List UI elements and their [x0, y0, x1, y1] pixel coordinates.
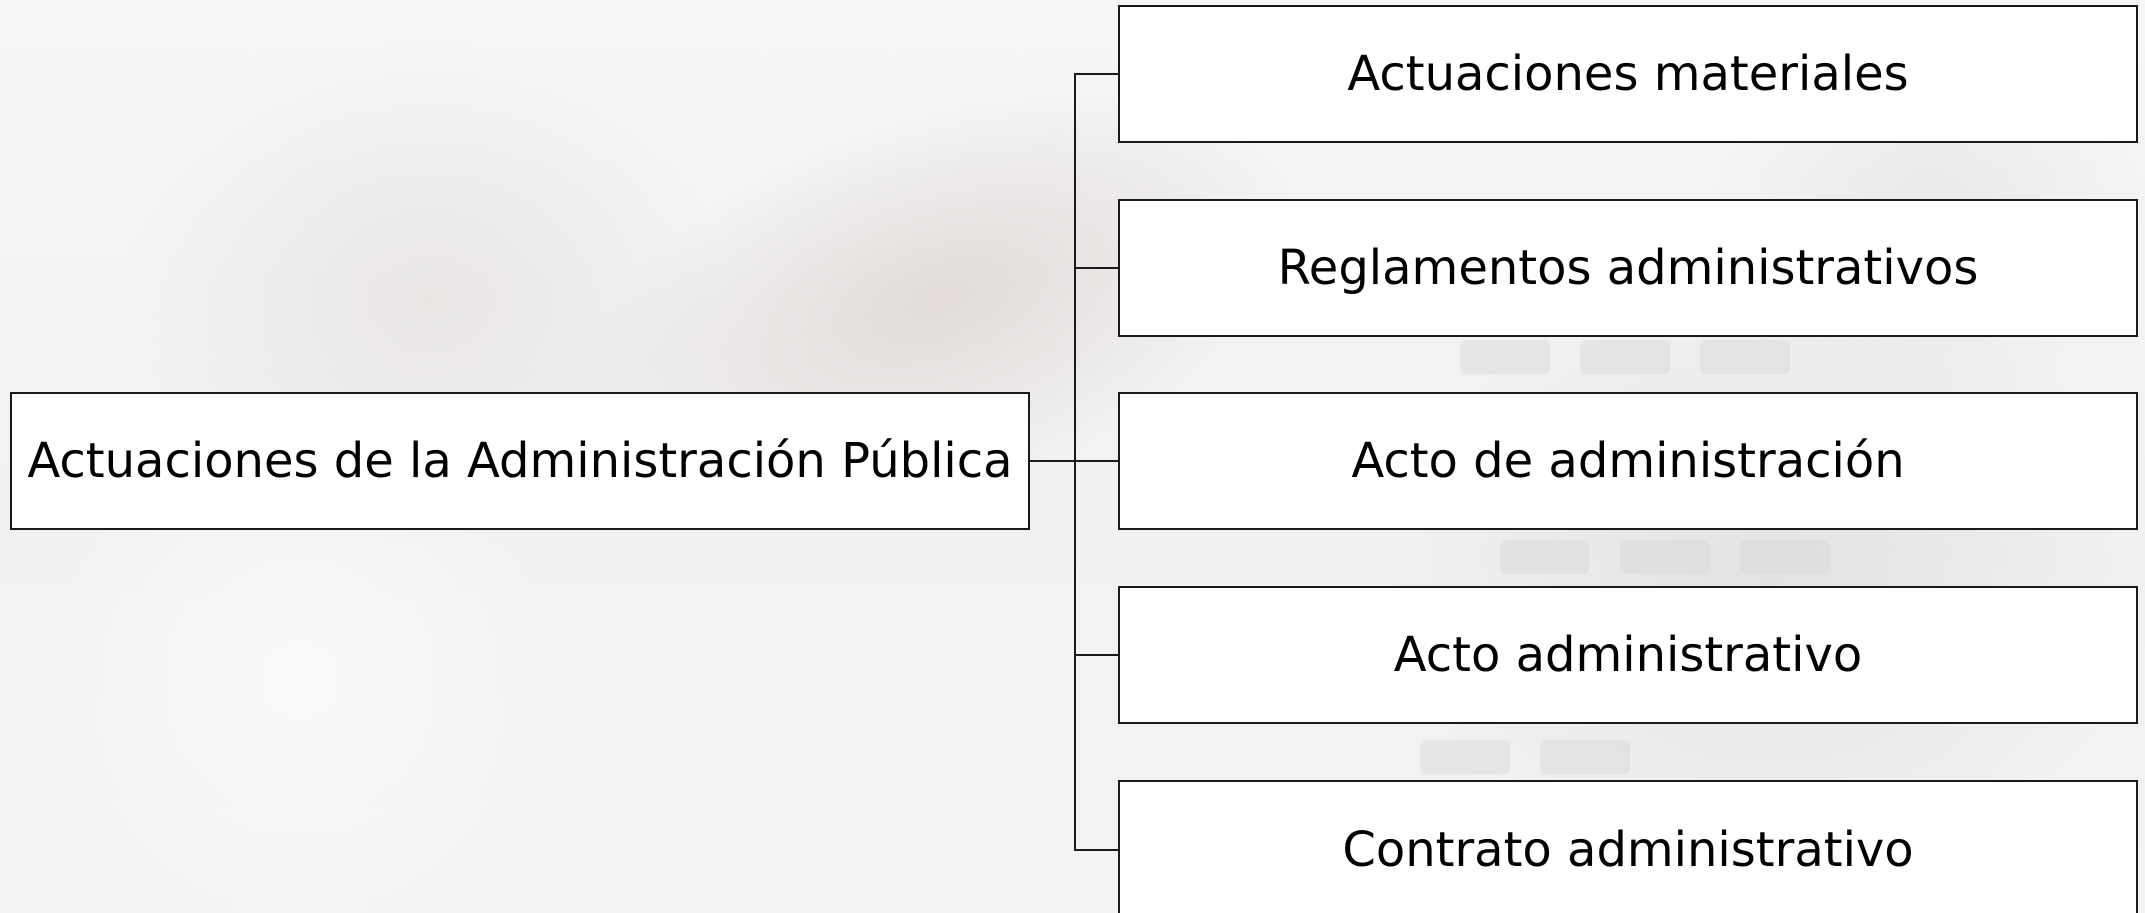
child-node-acto-de-administracion: Acto de administración [1118, 392, 2138, 530]
background-key [1460, 340, 1550, 374]
child-node-contrato-administrativo: Contrato administrativo [1118, 780, 2138, 913]
connector-branch [1074, 849, 1118, 851]
child-node-label: Reglamentos administrativos [1277, 240, 1979, 296]
child-node-reglamentos-administrativos: Reglamentos administrativos [1118, 199, 2138, 337]
background-key [1620, 540, 1710, 574]
child-node-actuaciones-materiales: Actuaciones materiales [1118, 5, 2138, 143]
root-node: Actuaciones de la Administración Pública [10, 392, 1030, 530]
background-key [1540, 740, 1630, 774]
background-key [1700, 340, 1790, 374]
background-key [1500, 540, 1590, 574]
connector-branch [1074, 654, 1118, 656]
connector-branch [1074, 73, 1118, 75]
child-node-label: Acto administrativo [1393, 627, 1863, 683]
root-node-label: Actuaciones de la Administración Pública [27, 433, 1013, 489]
child-node-acto-administrativo: Acto administrativo [1118, 586, 2138, 724]
child-node-label: Contrato administrativo [1342, 822, 1914, 878]
background-key [1580, 340, 1670, 374]
background-key [1740, 540, 1830, 574]
connector-trunk [1074, 73, 1076, 851]
child-node-label: Acto de administración [1351, 433, 1905, 489]
connector-branch [1074, 267, 1118, 269]
child-node-label: Actuaciones materiales [1347, 46, 1909, 102]
connector-branch [1074, 460, 1118, 462]
background-key [1420, 740, 1510, 774]
